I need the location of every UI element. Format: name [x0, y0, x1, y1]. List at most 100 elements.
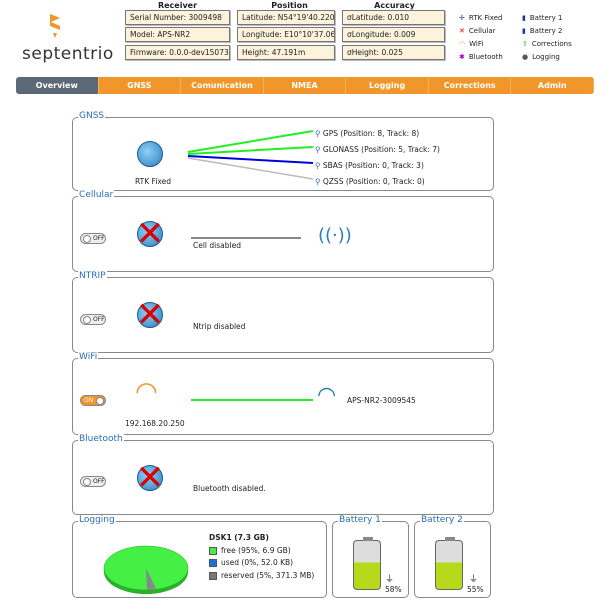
rtk-fixed-icon: ✛ — [459, 13, 465, 22]
battery2-percent: 55% — [467, 585, 484, 594]
bluetooth-title: Bluetooth — [78, 434, 124, 444]
legend-label: WiFi — [469, 39, 484, 48]
satellite-icon: ⚲ — [315, 145, 321, 154]
tab-gnss[interactable]: GNSS — [98, 77, 182, 94]
bluetooth-toggle[interactable]: OFF — [80, 476, 106, 487]
disk-name: DSK1 (7.3 GB) — [209, 533, 269, 542]
battery-icon: ▮ — [522, 13, 526, 22]
free-swatch — [209, 546, 217, 555]
cellular-link — [191, 237, 301, 239]
antenna-icon: ((·)) — [318, 225, 352, 246]
ntrip-panel: NTRIP OFF ✕ Ntrip disabled — [72, 271, 494, 353]
toggle-label: OFF — [93, 235, 105, 242]
longitude: Longitude: E10°10'37.0633" — [237, 27, 335, 42]
ntrip-status: Ntrip disabled — [193, 322, 246, 331]
constellation-sbas: ⚲ SBAS (Position: 0, Track: 3) — [315, 158, 440, 174]
reserved-label: reserved (5%, 371.3 MB) — [221, 570, 315, 580]
battery1-percent: 58% — [385, 585, 402, 594]
constellation-label: GPS (Position: 8, Track: 8) — [322, 129, 420, 138]
sigma-latitude: σLatitude: 0.010 — [342, 10, 445, 25]
disabled-x-icon: ✕ — [135, 214, 165, 254]
height: Height: 47.191m — [237, 45, 335, 60]
toggle-label: ON — [84, 397, 94, 404]
legend-label: Logging — [532, 52, 560, 61]
wifi-toggle[interactable]: ON — [80, 395, 106, 406]
logging-icon: ● — [522, 52, 529, 61]
cellular-title: Cellular — [78, 190, 115, 200]
disk-pie-chart — [103, 545, 189, 594]
battery2-panel: Battery 2 ⏚ 55% — [414, 515, 491, 598]
legend-label: RTK Fixed — [468, 13, 503, 22]
septentrio-logo-icon — [50, 14, 60, 38]
gnss-links — [187, 130, 314, 180]
legend-label: Corrections — [531, 39, 572, 48]
cellular-panel: Cellular OFF ✕ Cell disabled ((·)) — [72, 190, 494, 272]
bluetooth-panel: Bluetooth OFF ✕ Bluetooth disabled. — [72, 434, 494, 515]
legend-label: Cellular — [468, 26, 496, 35]
wifi-signal-icon: ◠ — [135, 377, 158, 407]
cellular-toggle[interactable]: OFF — [80, 233, 106, 244]
cellular-status: Cell disabled — [193, 241, 241, 250]
logo-text: septentrio — [22, 44, 114, 64]
status-legend-left: ✛RTK Fixed ✕Cellular ◠WiFi ✱Bluetooth — [459, 11, 503, 63]
reserved-swatch — [209, 571, 217, 580]
sigma-longitude: σLongitude: 0.009 — [342, 27, 445, 42]
legend-label: Battery 2 — [529, 26, 563, 35]
bluetooth-status: Bluetooth disabled. — [193, 484, 266, 493]
ntrip-icon — [137, 302, 163, 328]
used-swatch — [209, 559, 217, 567]
disabled-x-icon: ✕ — [135, 295, 165, 335]
wifi-ap-icon: ◠ — [317, 383, 337, 408]
tab-nmea[interactable]: NMEA — [263, 77, 347, 94]
constellation-gps: ⚲ GPS (Position: 8, Track: 8) — [315, 126, 440, 142]
wifi-ssid: APS-NR2-3009545 — [347, 396, 416, 405]
legend-label: Bluetooth — [468, 52, 503, 61]
battery2-title: Battery 2 — [420, 515, 464, 525]
used-label: used (0%, 52.0 KB) — [221, 558, 294, 567]
reserved-slice — [146, 568, 156, 590]
main-nav: Overview GNSS Comunication NMEA Logging … — [16, 77, 594, 94]
globe-icon — [137, 141, 163, 167]
corrections-icon: ⇧ — [522, 39, 528, 48]
wifi-icon: ◠ — [459, 39, 466, 48]
constellation-qzss: ⚲ QZSS (Position: 0, Track: 0) — [315, 174, 440, 190]
position-title: Position — [271, 1, 308, 10]
constellation-glonass: ⚲ GLONASS (Position: 5, Track: 7) — [315, 142, 440, 158]
satellite-icon: ⚲ — [315, 177, 321, 186]
bluetooth-icon — [137, 465, 163, 491]
wifi-link — [191, 399, 313, 401]
legend-label: Battery 1 — [529, 13, 563, 22]
ntrip-toggle[interactable]: OFF — [80, 314, 106, 325]
tab-communication[interactable]: Comunication — [181, 77, 264, 94]
plug-icon: ⏚ — [385, 575, 395, 585]
latitude: Latitude: N54°19'40.2200" — [237, 10, 335, 25]
disk-legend: DSK1 (7.3 GB) free (95%, 6.9 GB) used (0… — [209, 532, 314, 582]
tab-admin[interactable]: Admin — [511, 77, 594, 94]
satellite-icon: ⚲ — [315, 129, 321, 138]
glonass-link — [187, 146, 314, 155]
bluetooth-icon: ✱ — [459, 52, 465, 61]
toggle-label: OFF — [93, 478, 105, 485]
battery1-panel: Battery 1 ⏚ 58% — [332, 515, 409, 598]
plug-icon: ⏚ — [469, 575, 479, 585]
receiver-title: Receiver — [157, 1, 198, 10]
disabled-x-icon: ✕ — [135, 458, 165, 498]
sbas-link — [187, 155, 314, 164]
sigma-height: σHeight: 0.025 — [342, 45, 445, 60]
constellation-label: SBAS (Position: 0, Track: 3) — [322, 161, 424, 170]
logging-panel: Logging DSK1 (7.3 GB) free (95%, 6.9 GB)… — [72, 515, 327, 598]
gnss-status: RTK Fixed — [135, 177, 171, 186]
tab-corrections[interactable]: Corrections — [428, 77, 512, 94]
constellation-list: ⚲ GPS (Position: 8, Track: 8) ⚲ GLONASS … — [315, 126, 440, 190]
wifi-ip: 192.168.20.250 — [125, 419, 185, 428]
constellation-label: QZSS (Position: 0, Track: 0) — [322, 177, 425, 186]
constellation-label: GLONASS (Position: 5, Track: 7) — [322, 145, 440, 154]
cellular-icon: ✕ — [459, 26, 465, 35]
battery-icon: ▮ — [522, 26, 526, 35]
battery1-title: Battery 1 — [338, 515, 382, 525]
ntrip-title: NTRIP — [78, 271, 107, 281]
tab-overview[interactable]: Overview — [16, 77, 99, 94]
gnss-panel: GNSS RTK Fixed ⚲ GPS (Position: 8, Track… — [72, 111, 494, 191]
gps-link — [187, 130, 314, 153]
tab-logging[interactable]: Logging — [346, 77, 429, 94]
